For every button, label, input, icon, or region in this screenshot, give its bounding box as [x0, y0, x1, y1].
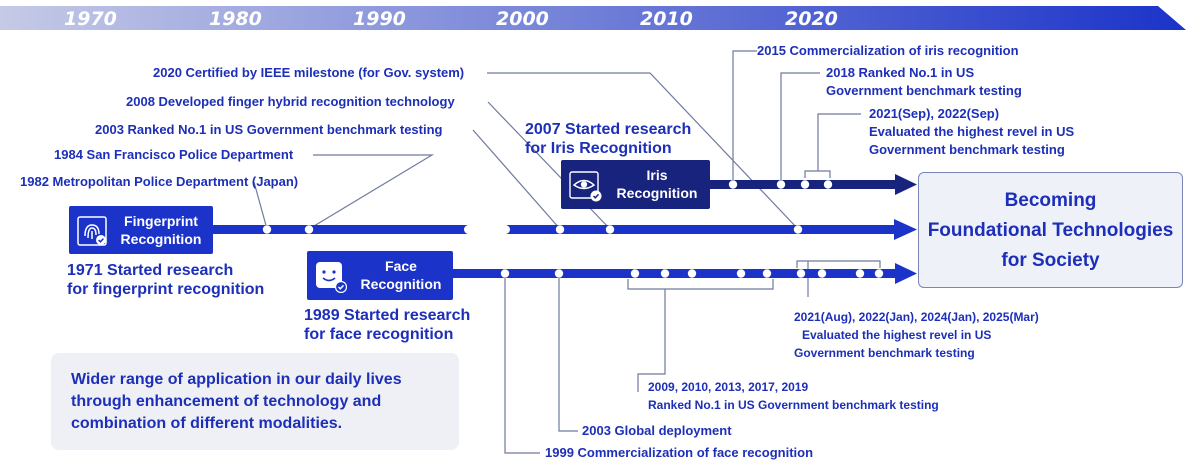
- dot-face-2022: [817, 269, 827, 278]
- connector-2021-iris: [817, 113, 861, 171]
- connector-1984: [308, 154, 435, 230]
- note-line2: through enhancement of technology and: [71, 393, 382, 410]
- dot-fp-2020: [793, 225, 803, 234]
- dot-face-2010: [660, 269, 670, 278]
- fingerprint-start-line2: for fingerprint recognition: [67, 281, 265, 298]
- event-iris-2018-line1: 2018 Ranked No.1 in US: [826, 65, 975, 80]
- note-box: Wider range of application in our daily …: [51, 353, 459, 450]
- connector-2015: [732, 50, 757, 184]
- iris-tile: Iris Recognition: [561, 160, 710, 209]
- decade-label: 1990: [353, 8, 406, 30]
- connector-2018: [780, 72, 820, 184]
- face-label-line1: Face: [385, 258, 417, 274]
- bracket-face-2009: [627, 279, 774, 290]
- connector-2020: [487, 72, 799, 230]
- event-face-2009-line1: 2009, 2010, 2013, 2017, 2019: [648, 380, 809, 394]
- event-iris-2021-line1: 2021(Sep), 2022(Sep): [869, 106, 1000, 121]
- event-fp-2020: 2020 Certified by IEEE milestone (for Go…: [153, 65, 465, 80]
- note-line3: combination of different modalities.: [71, 415, 343, 432]
- fingerprint-tile: Fingerprint Recognition: [69, 206, 213, 254]
- connector-2003-face: [558, 275, 578, 432]
- face-arrowhead: [895, 263, 917, 284]
- bracket-face-2021: [796, 260, 881, 268]
- face-start-line1: 1989 Started research: [304, 307, 471, 324]
- event-face-2021-line2: Evaluated the highest revel in US: [802, 328, 992, 342]
- eye-icon: [569, 171, 602, 202]
- iris-label-line2: Recognition: [616, 185, 698, 201]
- goal-line2: Foundational Technologies: [927, 220, 1174, 241]
- note-text: Wider range of application in our daily …: [71, 369, 402, 435]
- milestone-dots: [262, 180, 884, 278]
- event-face-2009-line2: Ranked No.1 in US Government benchmark t…: [648, 398, 939, 412]
- dot-iris-2015: [728, 180, 738, 189]
- dot-face-1999: [500, 269, 510, 278]
- decade-label: 2000: [496, 8, 549, 30]
- event-fp-2008: 2008 Developed finger hybrid recognition…: [126, 94, 455, 109]
- goal-box: Becoming Foundational Technologies for S…: [918, 172, 1183, 288]
- dot-fp-2008: [605, 225, 615, 234]
- bracket-iris: [804, 170, 831, 178]
- decade-label: 1970: [64, 8, 117, 30]
- event-iris-2015: 2015 Commercialization of iris recogniti…: [757, 43, 1019, 58]
- decade-label: 2010: [640, 8, 693, 30]
- face-label-line2: Recognition: [360, 276, 442, 292]
- dot-fp-2003: [555, 225, 565, 234]
- note-line1: Wider range of application in our daily …: [71, 371, 402, 388]
- dot-face-2021: [796, 269, 806, 278]
- decade-label: 1980: [209, 8, 262, 30]
- track-break: [464, 225, 510, 234]
- dot-iris-2021: [800, 180, 810, 189]
- dot-face-2003: [554, 269, 564, 278]
- goal-line3: for Society: [1001, 250, 1100, 271]
- iris-track: [700, 180, 898, 189]
- iris-arrowhead: [895, 174, 917, 195]
- event-iris-2021-line2: Evaluated the highest revel in US: [869, 124, 1075, 139]
- fingerprint-track: [192, 225, 896, 234]
- iris-start-line2: for Iris Recognition: [525, 140, 672, 157]
- fingerprint-arrowhead: [894, 219, 917, 240]
- face-track: [442, 269, 898, 278]
- face-icon: [316, 262, 347, 293]
- connector-1999: [504, 275, 540, 454]
- fingerprint-label-line1: Fingerprint: [124, 213, 198, 229]
- dot-iris-2022: [823, 180, 833, 189]
- event-face-2021-line1: 2021(Aug), 2022(Jan), 2024(Jan), 2025(Ma…: [794, 310, 1039, 324]
- face-start-line2: for face recognition: [304, 326, 454, 343]
- connector-2009: [637, 289, 666, 392]
- goal-line1: Becoming: [1004, 190, 1097, 211]
- event-iris-2021-line3: Government benchmark testing: [869, 142, 1065, 157]
- dot-iris-2018: [776, 180, 786, 189]
- event-fp-1984: 1984 San Francisco Police Department: [54, 147, 294, 162]
- event-iris-2018-line2: Government benchmark testing: [826, 83, 1022, 98]
- connector-1982: [253, 181, 268, 230]
- dot-fp-1984: [304, 225, 314, 234]
- event-fp-2003: 2003 Ranked No.1 in US Government benchm…: [95, 122, 443, 137]
- dot-face-2024: [855, 269, 865, 278]
- dot-face-2009: [630, 269, 640, 278]
- face-tile: Face Recognition: [307, 251, 453, 300]
- dot-fp-1982: [262, 225, 272, 234]
- decade-arrow: [0, 6, 1186, 30]
- event-face-2003: 2003 Global deployment: [582, 423, 732, 438]
- dot-face-2013: [687, 269, 697, 278]
- iris-start-line1: 2007 Started research: [525, 121, 692, 138]
- dot-face-2017: [736, 269, 746, 278]
- fingerprint-start-line1: 1971 Started research: [67, 262, 234, 279]
- event-face-1999: 1999 Commercialization of face recogniti…: [545, 445, 814, 460]
- decade-label: 2020: [785, 8, 838, 30]
- fingerprint-label-line2: Recognition: [120, 231, 202, 247]
- event-fp-1982: 1982 Metropolitan Police Department (Jap…: [20, 174, 299, 189]
- iris-label-line1: Iris: [646, 167, 668, 183]
- event-face-2021-line3: Government benchmark testing: [794, 346, 975, 360]
- dot-face-2025: [874, 269, 884, 278]
- fingerprint-icon: [77, 216, 107, 246]
- connector-2003: [472, 129, 561, 230]
- dot-face-2019: [762, 269, 772, 278]
